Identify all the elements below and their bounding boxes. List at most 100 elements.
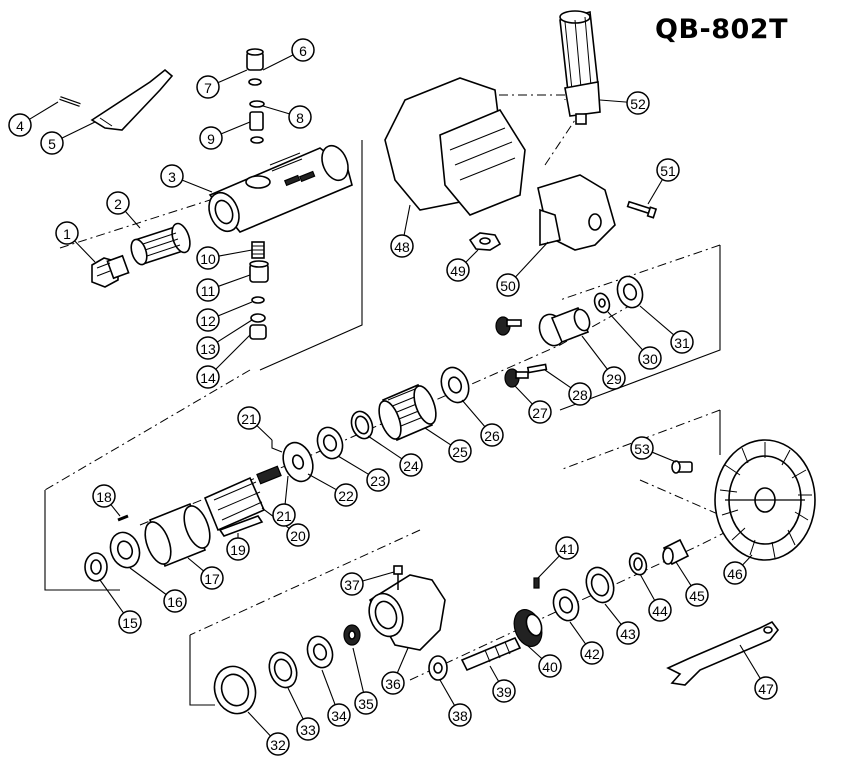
callout-22: 22	[334, 483, 358, 507]
callout-number: 36	[385, 676, 401, 692]
callout-circle	[685, 583, 709, 607]
leader-line-49	[465, 249, 479, 263]
leader-line-39	[489, 665, 500, 682]
callout-circle	[568, 382, 592, 406]
part-24-washer	[350, 410, 374, 440]
callout-circle	[106, 191, 130, 215]
callout-circle	[638, 346, 662, 370]
callout-number: 6	[299, 43, 307, 59]
leader-line-7	[217, 69, 248, 84]
leader-line-14	[215, 334, 251, 370]
callout-4: 4	[8, 113, 32, 137]
callout-circle	[92, 484, 116, 508]
part-4-pin	[59, 96, 81, 107]
leader-line-34	[321, 669, 336, 705]
callout-3: 3	[160, 164, 184, 188]
callout-36: 36	[381, 671, 405, 695]
leader-line-44	[639, 573, 656, 601]
callout-21: 21	[237, 406, 261, 430]
callout-number: 48	[394, 239, 410, 255]
leader-line-40	[527, 645, 543, 660]
callout-number: 4	[16, 118, 24, 134]
callout-circle	[163, 589, 187, 613]
callout-circle	[8, 113, 32, 137]
leader-line-35	[352, 647, 365, 693]
leader-line-23	[337, 455, 369, 475]
leader-line-36	[396, 647, 409, 674]
leader-line-31	[639, 305, 675, 336]
callout-number: 27	[532, 405, 548, 421]
callout-number: 52	[630, 96, 646, 112]
leader-line-21	[256, 425, 273, 441]
callout-16: 16	[163, 589, 187, 613]
leader-line-21	[284, 475, 289, 505]
leader-line-53	[651, 451, 677, 463]
callout-40: 40	[538, 654, 562, 678]
callout-number: 37	[344, 577, 360, 593]
callout-number: 45	[689, 588, 705, 604]
callout-number: 33	[300, 722, 316, 738]
callout-5: 5	[40, 131, 64, 155]
part-38-bearing	[428, 655, 448, 681]
callout-1: 1	[55, 221, 79, 245]
leader-line-6	[262, 54, 294, 71]
callout-circle	[492, 679, 516, 703]
callout-circle	[196, 75, 220, 99]
callout-18: 18	[92, 484, 116, 508]
callout-number: 3	[168, 169, 176, 185]
callout-11: 11	[196, 278, 220, 302]
leader-line-51	[647, 179, 663, 205]
callout-number: 40	[542, 659, 558, 675]
callout-46: 46	[723, 561, 747, 585]
part-1-inlet-fitting	[91, 254, 130, 288]
callout-number: 30	[642, 351, 658, 367]
part-39-spindle	[460, 636, 522, 672]
callout-23: 23	[366, 468, 390, 492]
callout-29: 29	[602, 366, 626, 390]
callout-number: 21	[241, 411, 257, 427]
callout-21: 21	[272, 503, 296, 527]
leader-line-25	[424, 427, 452, 446]
callout-number: 42	[584, 646, 600, 662]
leader-line-5	[61, 121, 96, 139]
callout-circle	[656, 158, 680, 182]
callout-number: 41	[559, 541, 575, 557]
leader-line-24	[367, 435, 403, 460]
callout-6: 6	[291, 38, 315, 62]
callout-number: 23	[370, 473, 386, 489]
part-30-washer	[593, 292, 611, 314]
callout-circle	[160, 164, 184, 188]
part-32-lock-nut	[213, 665, 257, 715]
model-title: QB-802T	[655, 14, 789, 45]
callout-number: 7	[204, 80, 212, 96]
part-40-bevel-gear	[513, 609, 543, 647]
callout-9: 9	[199, 126, 223, 150]
callout-number: 34	[331, 708, 347, 724]
callout-circle	[199, 126, 223, 150]
leader-line-18	[110, 504, 121, 517]
leader-line-9	[220, 121, 251, 135]
callout-12: 12	[196, 308, 220, 332]
callout-35: 35	[354, 691, 378, 715]
callout-circle	[448, 439, 472, 463]
callout-circle	[366, 468, 390, 492]
part-15-bearing	[84, 552, 108, 582]
callout-50: 50	[496, 273, 520, 297]
callout-circle	[55, 221, 79, 245]
leader-line-12	[217, 301, 253, 317]
callout-number: 17	[204, 571, 220, 587]
callout-circle	[616, 621, 640, 645]
part-18-pin	[117, 514, 129, 522]
callout-circle	[354, 691, 378, 715]
part-47-wrench	[666, 620, 780, 686]
callout-34: 34	[327, 703, 351, 727]
leader-line-11	[218, 274, 251, 287]
callout-circle	[40, 131, 64, 155]
part-34-bearing	[306, 635, 334, 669]
callout-circle	[340, 572, 364, 596]
callout-49: 49	[446, 258, 470, 282]
leader-line-4	[29, 101, 59, 120]
callout-circle	[399, 453, 423, 477]
